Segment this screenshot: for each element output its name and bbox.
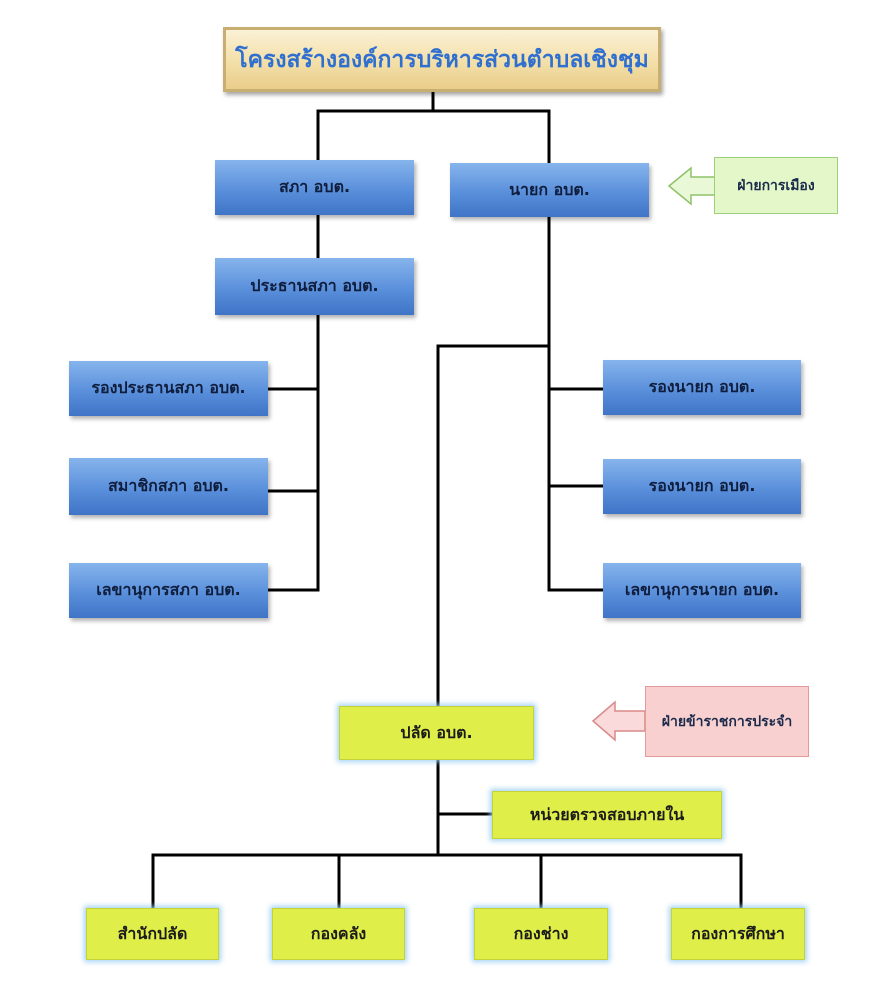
- civil-arrow-icon: [591, 700, 646, 742]
- division-box: สำนักปลัด: [86, 908, 219, 960]
- deputy-mayor-2-box: รองนายก อบต.: [603, 459, 801, 514]
- council-vice-chair-box: รองประธานสภา อบต.: [69, 361, 268, 416]
- political-branch-label: ฝ่ายการเมือง: [714, 157, 838, 214]
- division-box: กองช่าง: [474, 908, 608, 960]
- mayor-secretary-box: เลขานุการนายก อบต.: [603, 563, 801, 618]
- chart-title: โครงสร้างองค์การบริหารส่วนตำบลเชิงชุม: [223, 27, 661, 92]
- council-box: สภา อบต.: [215, 160, 414, 215]
- deputy-mayor-1-box: รองนายก อบต.: [603, 360, 801, 415]
- council-chair-box: ประธานสภา อบต.: [215, 258, 414, 315]
- division-box: กองการศึกษา: [671, 908, 805, 960]
- civil-service-branch-label: ฝ่ายข้าราชการประจำ: [645, 686, 809, 757]
- council-member-box: สมาชิกสภา อบต.: [69, 458, 268, 515]
- internal-audit-box: หน่วยตรวจสอบภายใน: [492, 791, 722, 839]
- division-box: กองคลัง: [272, 908, 405, 960]
- clerk-box: ปลัด อบต.: [339, 706, 534, 760]
- political-arrow-icon: [667, 166, 716, 206]
- mayor-box: นายก อบต.: [450, 163, 649, 217]
- council-secretary-box: เลขานุการสภา อบต.: [69, 563, 268, 618]
